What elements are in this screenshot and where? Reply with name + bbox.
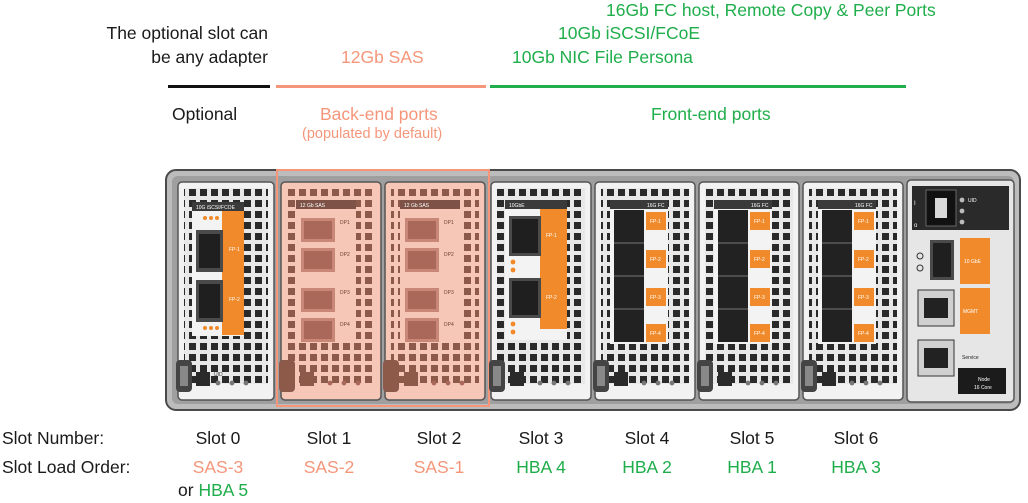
slot-3-card: 10GbE FP-1 FP-2	[489, 181, 592, 401]
backend-divider-line	[276, 85, 486, 88]
section-backend-sub: (populated by default)	[302, 126, 443, 142]
core-label: 16 Core	[974, 385, 992, 391]
svg-text:I: I	[914, 201, 916, 207]
slot-2-dp4: DP4	[444, 322, 454, 328]
slot-number-label: Slot Number:	[2, 428, 105, 448]
slot-0-fp2: FP-2	[229, 297, 240, 303]
slot-6-fp3: FP-3	[858, 295, 869, 301]
section-backend: Back-end ports	[320, 104, 438, 124]
slot-4-number: Slot 4	[624, 428, 670, 448]
slot-0-uid: UID	[214, 372, 223, 378]
slot-3-fp1: FP-1	[546, 233, 557, 239]
slot-6-fp4: FP-4	[858, 331, 869, 337]
slot-4-card: 16G FC FP-1 FP-2 FP-3 FP-4	[593, 181, 696, 401]
slot-3-fp2: FP-2	[546, 295, 557, 301]
slot-1-dp2: DP2	[340, 252, 350, 258]
slot-2-card: 12 Gb SAS DP1 DP2 DP3 DP4	[383, 181, 486, 401]
slot-5-card-label: 16G FC	[751, 203, 769, 209]
section-frontend: Front-end ports	[651, 104, 771, 124]
slot-1-dp4: DP4	[340, 322, 350, 328]
slot-2-number: Slot 2	[416, 428, 462, 448]
slot-4-fp3: FP-3	[650, 295, 661, 301]
slot-1-latch	[279, 360, 295, 392]
slot-4-fp4: FP-4	[650, 331, 661, 337]
slot-6-card: 16G FC FP-1 FP-2 FP-3 FP-4	[801, 181, 904, 401]
front-label-nic: 10Gb NIC File Persona	[512, 47, 693, 67]
frontend-divider-line	[490, 85, 906, 88]
slot-5-fp4: FP-4	[754, 331, 765, 337]
slot-4-fp1: FP-1	[650, 219, 661, 225]
slot-4-card-label: 16G FC	[647, 203, 665, 209]
slot-4-load-order: HBA 2	[622, 457, 672, 477]
mgmt-uid: UID	[968, 198, 977, 204]
slot-1-dp1: DP1	[340, 220, 350, 226]
mgmt-label: MGMT	[963, 309, 978, 315]
slot-0-card-label: 10G iSCSI/FCOE	[196, 205, 236, 211]
svg-text:o: o	[914, 223, 918, 229]
section-optional: Optional	[172, 104, 238, 124]
front-label-fc: 16Gb FC host, Remote Copy & Peer Ports	[606, 0, 936, 20]
optional-note-line1: The optional slot can	[106, 23, 269, 43]
slot-0-load-order-alt-prefix: or	[178, 480, 199, 500]
slot-2-dp3: DP3	[444, 290, 454, 296]
node-label: Node	[978, 377, 990, 383]
slot-6-fp2: FP-2	[858, 257, 869, 263]
optional-note-line2: be any adapter	[151, 47, 268, 67]
optional-divider-line	[168, 85, 270, 88]
slot-1-dp3: DP3	[340, 290, 350, 296]
slot-2-load-order: SAS-1	[413, 457, 465, 477]
service-label: Service	[962, 355, 979, 361]
slot-0-load-order-alt: or HBA 5	[178, 480, 248, 501]
slot-0-load-order-alt-value: HBA 5	[198, 480, 249, 500]
slot-0-fp1: FP-1	[229, 247, 240, 253]
slot-2-dp2: DP2	[444, 252, 454, 258]
mgmt-10gbe-label: 10 GbE	[964, 259, 982, 265]
slot-6-load-order: HBA 3	[831, 457, 881, 477]
slot-3-number: Slot 3	[518, 428, 564, 448]
slot-2-card-label: 12 Gb SAS	[404, 203, 430, 209]
slot-5-number: Slot 5	[729, 428, 775, 448]
slot-0-number: Slot 0	[195, 428, 241, 448]
slot-3-load-order: HBA 4	[516, 457, 566, 477]
slot-6-number: Slot 6	[833, 428, 879, 448]
slot-5-fp1: FP-1	[754, 219, 765, 225]
slot-2-latch	[383, 360, 399, 392]
front-label-iscsi: 10Gb iSCSI/FCoE	[558, 23, 700, 43]
slot-0-load-order: SAS-3	[192, 457, 244, 477]
slot-3-card-label: 10GbE	[509, 203, 525, 209]
slot-1-load-order: SAS-2	[303, 457, 355, 477]
slot-6-card-label: 16G FC	[855, 203, 873, 209]
sas-label: 12Gb SAS	[341, 47, 424, 67]
node-management-module: I o UID 10 GbE MGMT Service Node 16 Core	[906, 179, 1015, 403]
slot-5-load-order: HBA 1	[727, 457, 777, 477]
slot-5-card: 16G FC FP-1 FP-2 FP-3 FP-4	[697, 181, 800, 401]
slot-load-order-label: Slot Load Order:	[2, 457, 131, 477]
slot-0-card: 10G iSCSI/FCOE FP-1 FP-2 UID	[176, 181, 275, 401]
slot-5-fp3: FP-3	[754, 295, 765, 301]
slot-1-card: 12 Gb SAS DP1 DP2 DP3 DP4	[279, 181, 382, 401]
slot-1-number: Slot 1	[306, 428, 352, 448]
slot-2-dp1: DP1	[444, 220, 454, 226]
slot-4-fp2: FP-2	[650, 257, 661, 263]
slot-1-card-label: 12 Gb SAS	[300, 203, 326, 209]
slot-5-fp2: FP-2	[754, 257, 765, 263]
backend-highlight-frame	[276, 169, 490, 407]
slot-6-fp1: FP-1	[858, 219, 869, 225]
